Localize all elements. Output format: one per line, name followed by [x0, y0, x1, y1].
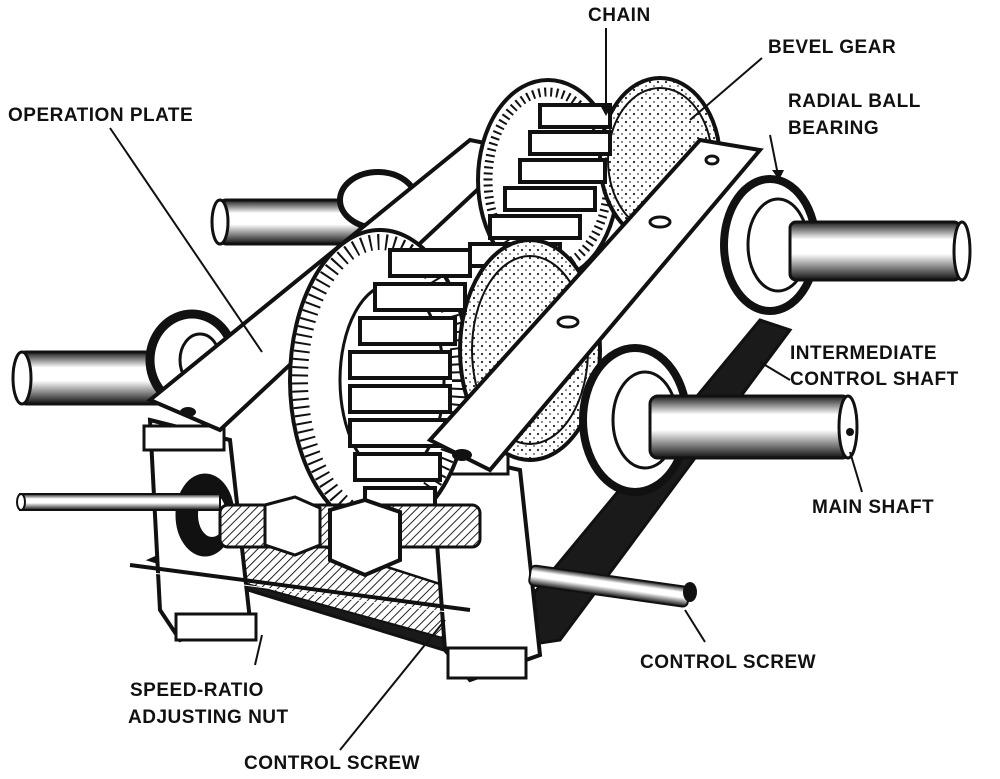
label-main-shaft: MAIN SHAFT — [812, 497, 935, 518]
label-radial-ball-bearing-line2: BEARING — [788, 118, 880, 139]
bottom-control-screw-rod — [129, 563, 471, 616]
leader-lines — [109, 28, 863, 751]
right-upper-bearing — [720, 175, 972, 315]
leader-control-screw-bottom — [339, 619, 446, 751]
leader-operation-plate — [109, 127, 263, 353]
leader-speed-ratio-nut — [254, 634, 263, 666]
right-lower-bearing — [579, 344, 859, 496]
label-speed-ratio-line2: ADJUSTING NUT — [128, 707, 289, 728]
leader-bevel-gear — [689, 57, 763, 121]
rear-chain — [468, 103, 612, 268]
label-chain: CHAIN — [588, 5, 651, 26]
label-speed-ratio-line1: SPEED-RATIO — [130, 680, 264, 701]
label-operation-plate: OPERATION PLATE — [8, 105, 194, 126]
label-control-screw-right: CONTROL SCREW — [640, 652, 817, 673]
left-end-block — [142, 417, 258, 643]
right-control-screw-rod — [528, 564, 697, 608]
label-radial-ball-bearing-line1: RADIAL BALL — [788, 91, 921, 112]
adjusting-screw — [218, 495, 482, 578]
label-intermediate-control-shaft-line2: CONTROL SHAFT — [790, 369, 959, 390]
operation-plate-front — [426, 137, 764, 473]
leader-intermediate-control-shaft — [759, 361, 791, 381]
label-bevel-gear: BEVEL GEAR — [768, 37, 897, 58]
leader-main-shaft — [849, 451, 863, 493]
label-intermediate-control-shaft-line1: INTERMEDIATE — [790, 343, 938, 364]
leader-control-screw-right — [684, 609, 706, 643]
leader-radial-ball-bearing — [769, 134, 779, 176]
left-control-screw-rod — [16, 493, 221, 511]
label-control-screw-bottom: CONTROL SCREW — [244, 753, 421, 774]
